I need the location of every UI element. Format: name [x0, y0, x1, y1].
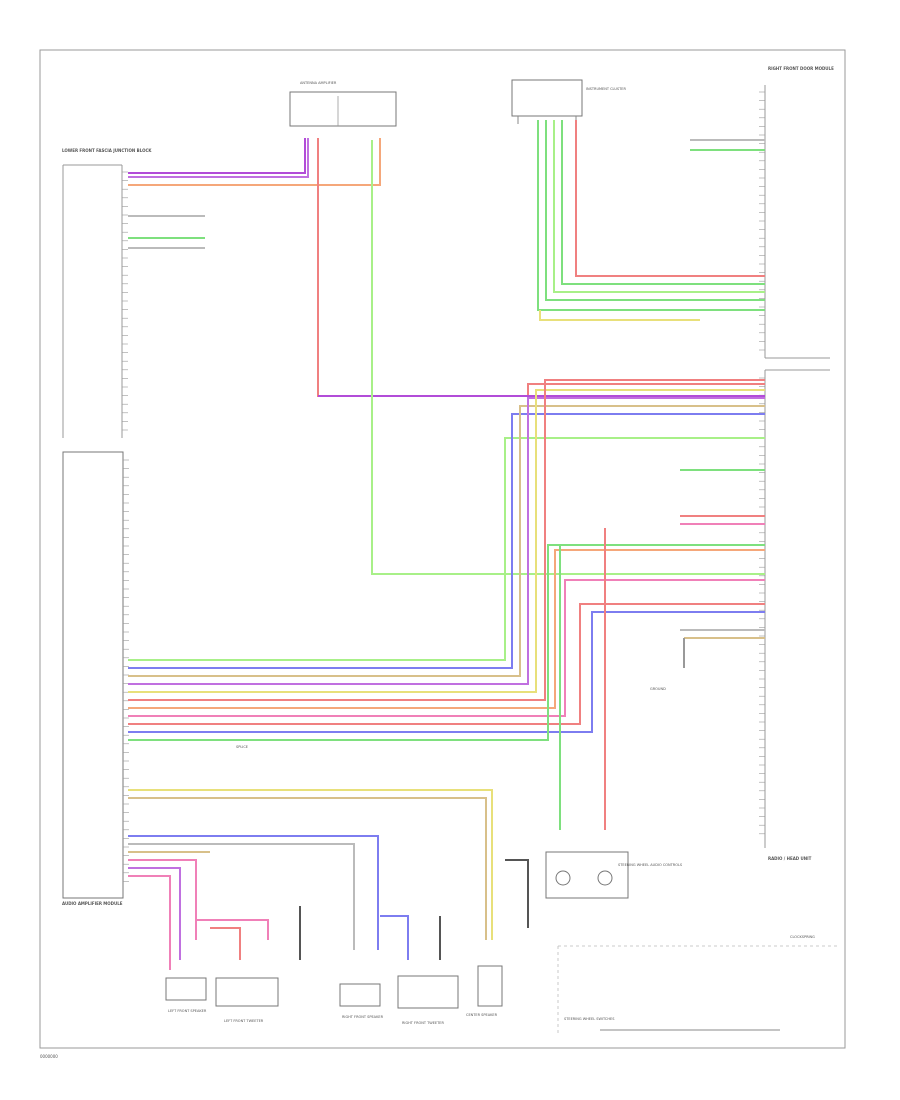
left-front-speaker-box [165, 977, 207, 1001]
wire [128, 603, 765, 725]
right-module-top-label: RIGHT FRONT DOOR MODULE [768, 66, 834, 71]
wire [128, 379, 765, 701]
center-speaker-label: CENTER SPEAKER [466, 1013, 498, 1017]
right-front-speaker-box [339, 983, 381, 1007]
steering-control-knob-right [597, 870, 613, 886]
clockspring-label: CLOCKSPRING [790, 935, 815, 939]
left-front-speaker: LEFT FRONT SPEAKER [165, 977, 207, 1013]
wire [128, 611, 765, 733]
right-module-bottom-label: RADIO / HEAD UNIT [768, 856, 812, 861]
connector-pins [122, 91, 765, 882]
wire [553, 120, 765, 293]
wire [505, 859, 529, 928]
wire [561, 120, 765, 285]
wire [128, 835, 379, 950]
right-module-top: RIGHT FRONT DOOR MODULE [764, 66, 834, 359]
right-module-bottom: RADIO / HEAD UNIT [764, 369, 830, 861]
wire [371, 140, 765, 575]
steering-controls: STEERING WHEEL AUDIO CONTROLS [545, 851, 683, 899]
wire [128, 843, 355, 950]
steering-switches: STEERING WHEEL SWITCHES CLOCKSPRING [557, 935, 840, 1036]
splice-reference-label: SPLICE [236, 745, 248, 749]
wire [128, 579, 765, 717]
left-front-tweeter: LEFT FRONT TWEETER [215, 977, 279, 1023]
wire [210, 927, 241, 960]
right-front-tweeter-box [397, 975, 459, 1009]
right-front-speaker: RIGHT FRONT SPEAKER [339, 983, 384, 1019]
wire [317, 138, 765, 397]
wire [128, 867, 181, 960]
diagram-code: 0000000 [40, 1054, 58, 1059]
steering-switches-label: STEERING WHEEL SWITCHES [564, 1017, 615, 1021]
wire [128, 549, 765, 709]
wire [537, 120, 765, 311]
wire [128, 413, 765, 669]
antenna-amplifier-label: ANTENNA AMPLIFIER [300, 81, 337, 85]
center-speaker-box [477, 965, 503, 1007]
wire [575, 120, 765, 277]
steering-control-knob-left [555, 870, 571, 886]
center-speaker: CENTER SPEAKER [466, 965, 503, 1017]
wire [539, 310, 700, 321]
right-front-speaker-label: RIGHT FRONT SPEAKER [342, 1015, 384, 1019]
left-module-bottom: AUDIO AMPLIFIER MODULE [62, 451, 124, 906]
wire [128, 859, 197, 940]
wire-harness [128, 120, 765, 970]
wire [545, 120, 765, 301]
wire [128, 875, 171, 970]
left-module-top: LOWER FRONT FASCIA JUNCTION BLOCK [62, 148, 152, 438]
right-front-tweeter-label: RIGHT FRONT TWEETER [402, 1021, 444, 1025]
instrument-cluster: INSTRUMENT CLUSTER [511, 79, 626, 124]
left-front-speaker-label: LEFT FRONT SPEAKER [168, 1009, 207, 1013]
wire [128, 544, 765, 741]
wire [128, 138, 381, 186]
steering-controls-label: STEERING WHEEL AUDIO CONTROLS [618, 863, 683, 867]
ground-reference-label: GROUND [650, 687, 666, 691]
steering-controls-box [545, 851, 629, 899]
wire [128, 389, 765, 693]
left-module-bottom-box [62, 451, 124, 899]
left-module-top-label: LOWER FRONT FASCIA JUNCTION BLOCK [62, 148, 152, 153]
diagram-frame [39, 49, 846, 1049]
wire [128, 405, 765, 677]
wire [196, 919, 269, 940]
wire [128, 138, 309, 178]
instrument-cluster-box [511, 79, 583, 117]
left-front-tweeter-label: LEFT FRONT TWEETER [224, 1019, 264, 1023]
antenna-amplifier-box [289, 91, 397, 127]
left-front-tweeter-box [215, 977, 279, 1007]
instrument-cluster-label: INSTRUMENT CLUSTER [586, 87, 626, 91]
wire [380, 915, 409, 960]
wire [128, 397, 765, 685]
wire [128, 789, 493, 940]
wire [128, 138, 306, 174]
wire [128, 797, 487, 940]
wire [128, 437, 765, 661]
left-module-bottom-label: AUDIO AMPLIFIER MODULE [62, 901, 123, 906]
antenna-amplifier: ANTENNA AMPLIFIER [289, 81, 397, 127]
right-front-tweeter: RIGHT FRONT TWEETER [397, 975, 459, 1025]
